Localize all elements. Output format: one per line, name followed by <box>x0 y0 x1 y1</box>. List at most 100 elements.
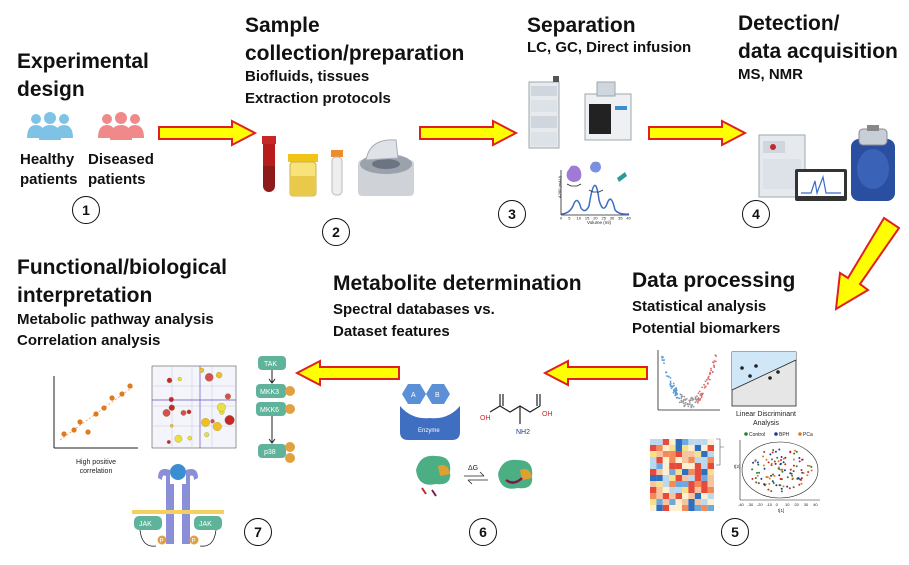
lda-label-2: Analysis <box>752 420 780 427</box>
heatmap-cell <box>701 493 708 499</box>
pca-dot <box>778 448 781 451</box>
volcano-dot <box>671 385 674 388</box>
correlation-plot-icon <box>53 376 138 449</box>
volcano-dot <box>688 401 691 403</box>
heatmap-cell <box>662 487 670 493</box>
pca-dot <box>800 478 802 481</box>
volcano-dot <box>665 371 668 374</box>
heatmap-cell <box>669 505 676 511</box>
volcano-dot <box>673 390 675 392</box>
heatmap-cell <box>694 457 702 463</box>
step3-sub: LC, GC, Direct infusion <box>527 39 692 56</box>
volcano-dot <box>696 395 698 398</box>
pca-dot <box>798 483 801 486</box>
jak-left-label: JAK <box>139 521 152 528</box>
volcano-dot <box>688 399 691 402</box>
volcano-dot <box>672 391 675 394</box>
arrow-left-2 <box>294 359 400 387</box>
healthy-patients-icon <box>27 112 73 140</box>
volcano-dot <box>680 399 683 402</box>
pca-dot <box>754 477 757 479</box>
pathway-bubble <box>168 396 174 403</box>
pca-dot <box>794 449 797 452</box>
volcano-dot <box>712 361 715 364</box>
volcano-dot <box>697 398 700 401</box>
volcano-dot <box>680 395 683 398</box>
heatmap-cell <box>662 469 670 475</box>
chrom-tick-label: 15 <box>585 216 590 221</box>
pathway-bubble <box>224 393 231 400</box>
volcano-dot <box>667 375 670 378</box>
pca-dot <box>800 482 803 485</box>
heatmap-cell <box>694 439 702 445</box>
step7-title-line2: interpretation <box>17 284 153 307</box>
volcano-dot <box>686 403 689 406</box>
volcano-dot <box>692 405 695 408</box>
heatmap-cell <box>682 505 689 511</box>
chrom-tick-label: 30 <box>610 216 615 221</box>
volcano-dot <box>699 394 702 396</box>
heatmap-cell <box>682 469 689 475</box>
pathway-bubble <box>166 440 171 444</box>
heatmap-cell <box>669 493 676 499</box>
volcano-plot-icon <box>657 350 720 411</box>
chrom-tick-label: 35 <box>618 216 623 221</box>
heatmap-cell <box>675 493 682 499</box>
volcano-dot <box>683 405 686 408</box>
heatmap-cell <box>682 499 689 505</box>
heatmap-cell <box>675 505 682 511</box>
volcano-dot <box>713 360 716 362</box>
correlation-label-2: correlation <box>79 468 113 475</box>
volcano-dot <box>713 366 716 369</box>
step-number-5: 5 <box>721 518 749 546</box>
volcano-dot <box>669 384 672 387</box>
enzyme-label: Enzyme <box>418 428 440 434</box>
heatmap-cell <box>669 439 676 445</box>
pca-dot <box>777 466 780 469</box>
phospho-left: P <box>160 539 164 545</box>
heatmap-cell <box>675 487 682 493</box>
heatmap-cell <box>669 469 676 475</box>
step-number-4: 4 <box>742 200 770 228</box>
volcano-dot <box>673 384 675 387</box>
pathway-mkk3: MKK3 <box>260 389 279 396</box>
mass-spectrometer-icon <box>758 125 895 201</box>
heatmap-cell <box>656 475 663 481</box>
healthy-label-1: Healthy <box>20 151 75 168</box>
pca-dot <box>768 477 771 480</box>
heatmap-cell <box>694 445 702 451</box>
pca-dot <box>754 460 757 463</box>
heatmap-cell <box>682 457 689 463</box>
heatmap-cell <box>650 445 657 451</box>
pca-dot <box>772 482 775 484</box>
volcano-dot <box>675 389 678 392</box>
volcano-dot <box>678 397 681 400</box>
pca-dot <box>768 482 771 485</box>
volcano-dot <box>712 364 715 367</box>
heatmap-cell <box>688 481 695 487</box>
step4-title-line1: Detection/ <box>738 12 840 35</box>
volcano-dot <box>705 379 708 381</box>
pca-dot <box>757 482 760 485</box>
heatmap-cell <box>662 475 670 481</box>
pca-dot <box>771 480 774 483</box>
amino-acid-structure: OH OH NH2 <box>480 394 553 436</box>
volcano-dot <box>669 377 672 379</box>
pca-dot <box>782 461 785 464</box>
step2-sub-line1: Biofluids, tissues <box>245 68 370 85</box>
pca-dot <box>789 468 792 471</box>
step7-title-line1: Functional/biological <box>17 256 227 279</box>
heatmap-cell <box>701 463 708 469</box>
heatmap-cell <box>662 493 670 499</box>
arrow-right-1 <box>158 119 258 147</box>
heatmap-cell <box>656 457 663 463</box>
pca-dot <box>806 464 809 467</box>
pca-dot <box>763 483 766 486</box>
heatmap-cell <box>656 463 663 469</box>
volcano-dot <box>707 375 710 378</box>
pathway-bubble <box>186 409 192 415</box>
heatmap-cell <box>701 481 708 487</box>
healthy-label-2: patients <box>20 171 78 188</box>
heatmap-cell <box>688 505 695 511</box>
